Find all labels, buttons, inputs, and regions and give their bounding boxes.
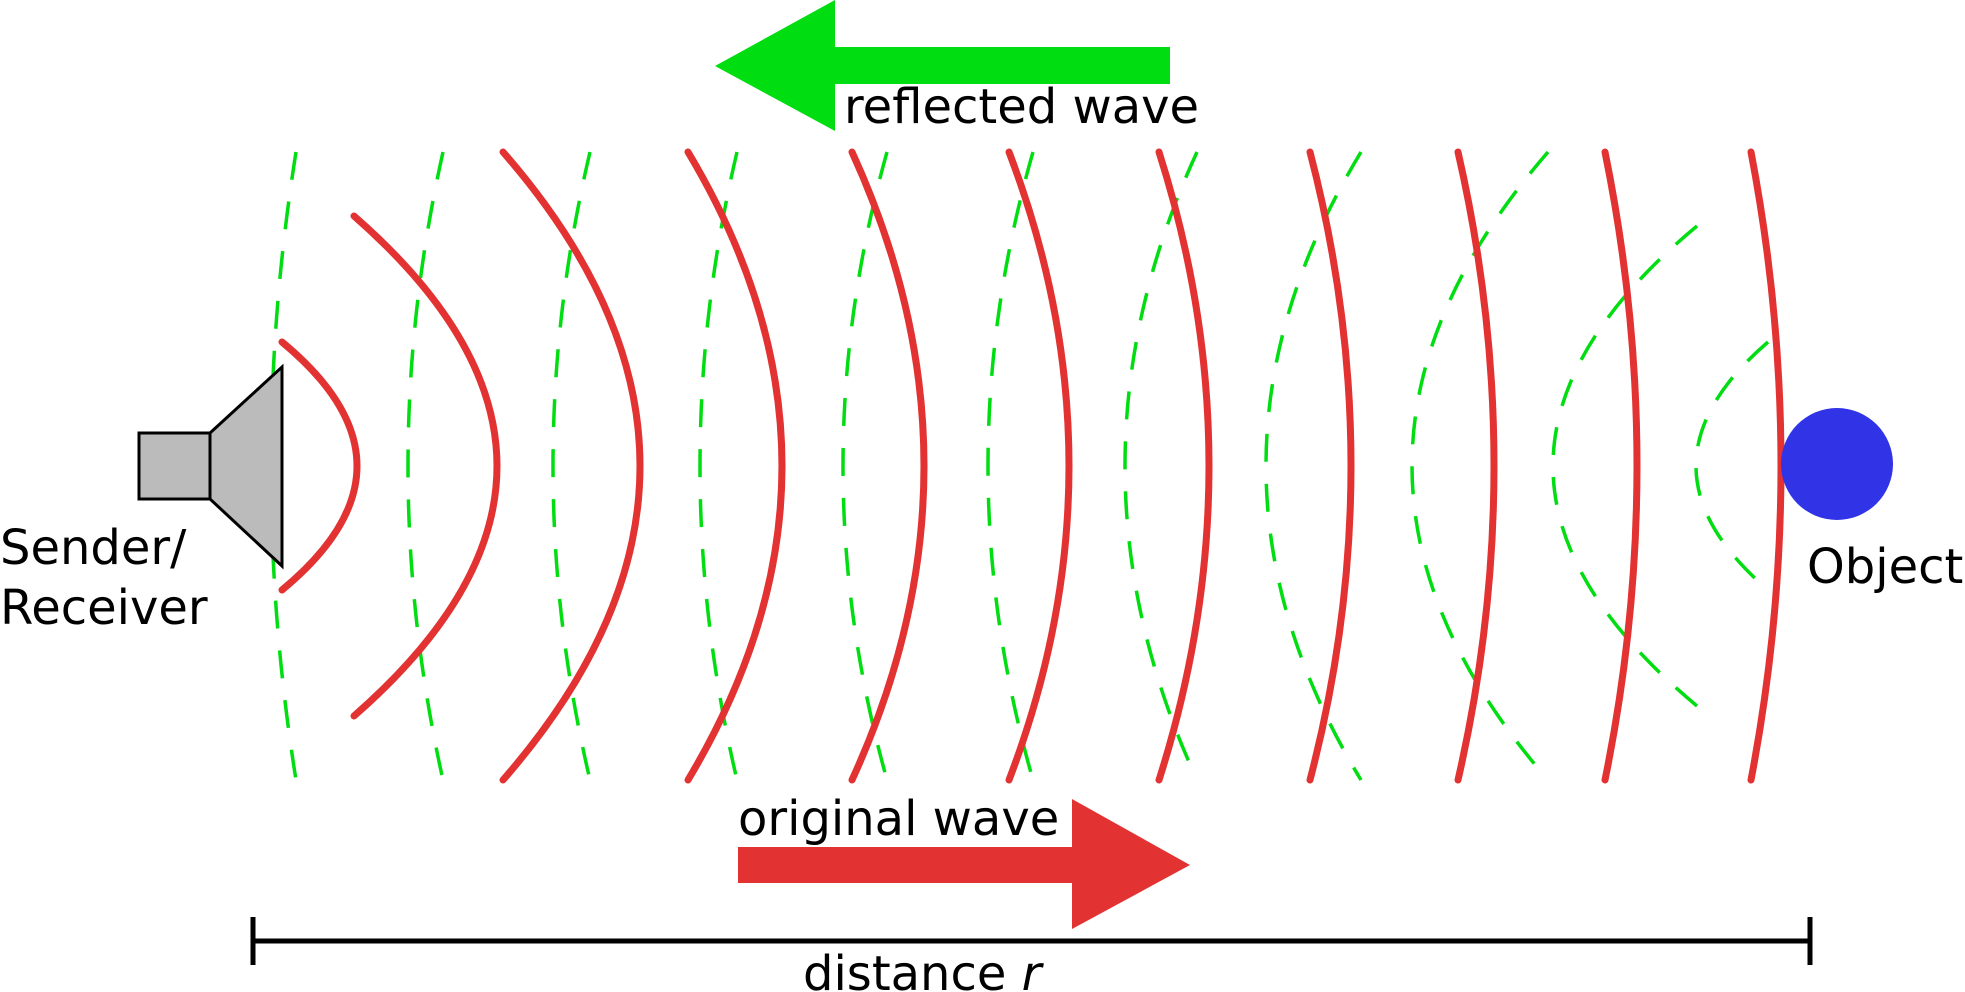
distance-label-prefix: distance [803,946,1022,992]
reflected-wavefront-8 [1264,151,1363,781]
reflected-wavefront-5 [841,151,889,781]
sender-label-line2: Receiver [0,580,208,636]
original-wavefront-2 [350,212,501,720]
reflected-wavefront-3 [551,151,592,781]
original-wavefront-9 [1454,148,1498,784]
reflected-wave-arrow [715,0,1170,131]
distance-variable: r [1022,946,1045,992]
speaker-icon [137,363,284,570]
original-wavefront-1 [278,338,361,594]
speaker-cone [208,363,284,570]
original-wavefront-3 [499,148,644,784]
distance-bar [250,917,1813,965]
original-wavefront-11 [1747,148,1785,784]
original-wavefront-10 [1601,148,1641,784]
original-wavefront-8 [1306,148,1355,784]
reflected-wavefront-7 [1123,151,1199,781]
original-wavefront-6 [1005,148,1073,784]
speaker-body [137,431,212,501]
original-wave-arrow [738,799,1190,929]
object-circle [1781,408,1893,520]
reflected-wave-label: reflected wave [844,79,1199,135]
reflected-wavefront-4 [698,151,739,781]
original-wave-label: original wave [738,791,1059,847]
original-wavefront-7 [1155,148,1213,784]
distance-label: distance r [803,946,1045,992]
original-wavefront-5 [848,148,928,784]
object-label: Object [1807,539,1963,595]
reflected-wavefront-2 [406,151,445,781]
sender-label-line1: Sender/ [0,520,187,576]
original-wavefronts [278,148,1785,784]
reflected-wavefront-6 [986,151,1035,781]
reflected-wavefront-11 [1694,340,1770,592]
reflected-wavefront-9 [1410,150,1550,782]
original-wavefront-4 [684,148,786,784]
